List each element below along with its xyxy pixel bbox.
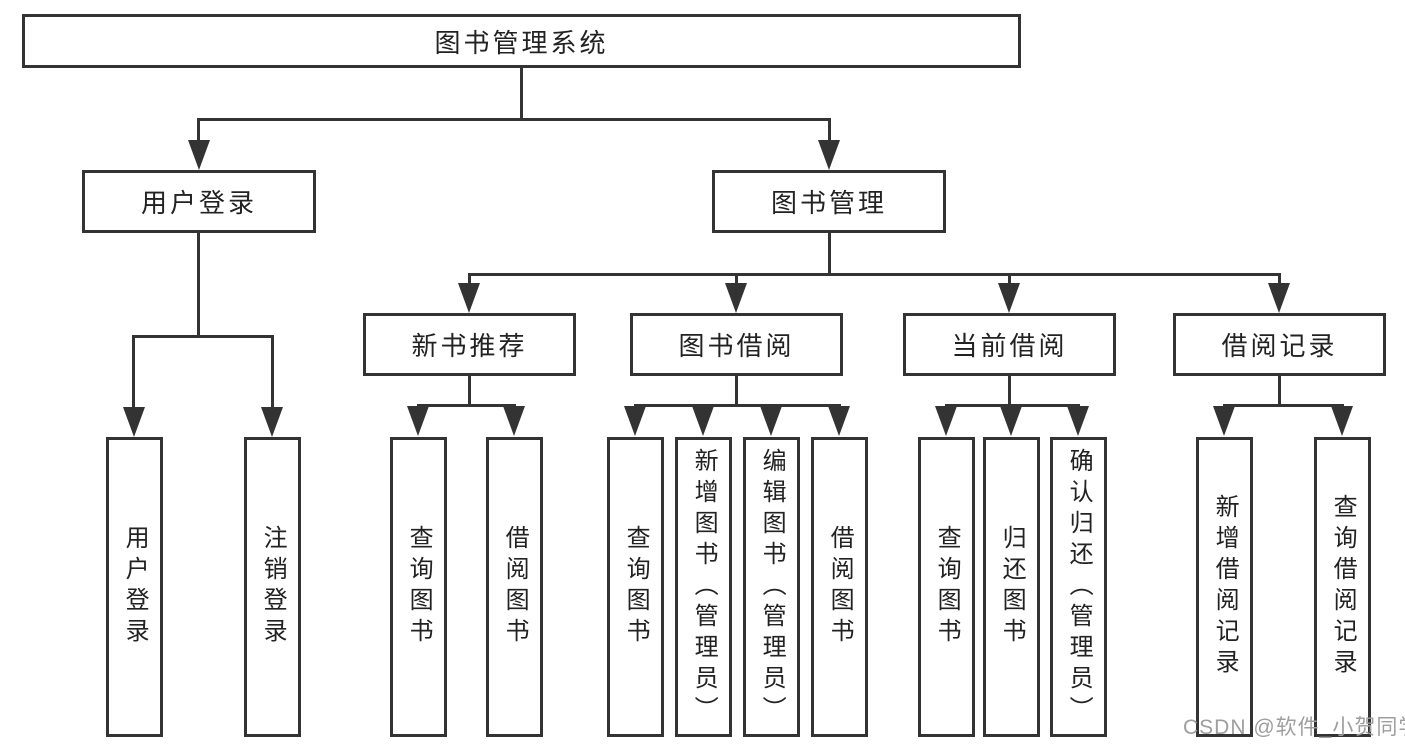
node-label: 图书借阅: [678, 331, 795, 361]
arrow-down-icon: [123, 407, 145, 437]
leaf-label: 新增图书（管理员）: [690, 447, 718, 727]
connector-drop-borrow-record: [1278, 273, 1281, 287]
node-label: 用户登录: [140, 188, 257, 218]
arrow-down-icon: [828, 406, 850, 436]
leaf-borrow-books-newbook: 借阅图书: [486, 437, 543, 737]
arrow-down-icon: [188, 140, 210, 170]
leaf-add-books-admin: 新增图书（管理员）: [675, 437, 732, 737]
node-label: 当前借阅: [951, 331, 1068, 361]
leaf-query-books-borrow: 查询图书: [607, 437, 664, 737]
connector-current-borrow-stem: [1008, 374, 1011, 407]
leaf-label: 注销登录: [259, 525, 287, 649]
leaf-label: 借阅图书: [826, 525, 854, 649]
connector-current-borrow-rail: [945, 404, 1080, 407]
node-user-login: 用户登录: [82, 170, 316, 233]
connector-borrow-record-stem: [1278, 374, 1281, 407]
arrow-down-icon: [1213, 406, 1235, 436]
connector-borrow-record-rail: [1223, 404, 1344, 407]
connector-book-mgmt-stem: [828, 231, 831, 275]
leaf-label: 借阅图书: [501, 525, 529, 649]
leaf-edit-books-admin: 编辑图书（管理员）: [743, 437, 800, 737]
leaf-query-books-current: 查询图书: [918, 437, 975, 737]
connector-new-book-rail: [417, 404, 516, 407]
leaf-label: 新增借阅记录: [1211, 494, 1239, 680]
node-label: 新书推荐: [411, 331, 528, 361]
node-label: 借阅记录: [1221, 331, 1338, 361]
arrow-down-icon: [1331, 406, 1353, 436]
connector-drop-book-borrow: [735, 273, 738, 287]
leaf-label: 归还图书: [998, 525, 1026, 649]
arrow-down-icon: [624, 406, 646, 436]
connector-drop-book-mgmt: [828, 118, 831, 144]
connector-drop-new-book: [468, 273, 471, 287]
leaf-query-borrow-record: 查询借阅记录: [1314, 437, 1371, 737]
arrow-down-icon: [1067, 406, 1089, 436]
leaf-borrow-books: 借阅图书: [811, 437, 868, 737]
leaf-label: 编辑图书（管理员）: [758, 447, 786, 727]
arrow-down-icon: [1268, 283, 1290, 313]
leaf-label: 查询图书: [622, 525, 650, 649]
leaf-user-login: 用户登录: [106, 437, 163, 737]
connector-user-login-rail: [132, 335, 274, 338]
node-label: 图书管理: [770, 188, 887, 218]
arrow-down-icon: [261, 407, 283, 437]
leaf-label: 查询借阅记录: [1329, 494, 1357, 680]
connector-user-login-stem: [197, 231, 200, 338]
arrow-down-icon: [998, 283, 1020, 313]
connector-drop-current-borrow: [1008, 273, 1011, 287]
arrow-down-icon: [407, 406, 429, 436]
leaf-label: 查询图书: [405, 525, 433, 649]
node-borrow-records: 借阅记录: [1173, 313, 1386, 376]
connector-level3-rail: [468, 273, 1281, 276]
arrow-down-icon: [818, 140, 840, 170]
leaf-confirm-return-admin: 确认归还（管理员）: [1050, 437, 1107, 737]
leaf-add-borrow-record: 新增借阅记录: [1196, 437, 1253, 737]
leaf-label: 用户登录: [121, 525, 149, 649]
connector-book-borrow-rail: [634, 404, 841, 407]
leaf-logout: 注销登录: [244, 437, 301, 737]
leaf-label: 查询图书: [933, 525, 961, 649]
connector-root-stem: [520, 65, 523, 120]
arrow-down-icon: [458, 283, 480, 313]
watermark: CSDN @软件_小贺同学: [1183, 716, 1405, 739]
connector-new-book-stem: [468, 374, 471, 407]
leaf-return-books: 归还图书: [983, 437, 1040, 737]
leaf-label: 确认归还（管理员）: [1065, 447, 1093, 727]
node-current-borrowing: 当前借阅: [903, 313, 1116, 376]
arrow-down-icon: [725, 283, 747, 313]
connector-book-borrow-stem: [735, 374, 738, 407]
node-new-book-recommend: 新书推荐: [363, 313, 576, 376]
arrow-down-icon: [760, 406, 782, 436]
arrow-down-icon: [1000, 406, 1022, 436]
node-book-management: 图书管理: [712, 170, 946, 233]
arrow-down-icon: [692, 406, 714, 436]
node-label: 图书管理系统: [434, 27, 609, 58]
node-root-library-system: 图书管理系统: [22, 14, 1021, 68]
arrow-down-icon: [503, 406, 525, 436]
connector-level2-rail: [197, 118, 831, 121]
arrow-down-icon: [935, 406, 957, 436]
connector-drop-logout-leaf: [271, 335, 274, 411]
leaf-query-books-newbook: 查询图书: [390, 437, 447, 737]
node-book-borrowing: 图书借阅: [630, 313, 843, 376]
connector-drop-login-leaf: [132, 335, 135, 411]
connector-drop-user-login: [197, 118, 200, 144]
